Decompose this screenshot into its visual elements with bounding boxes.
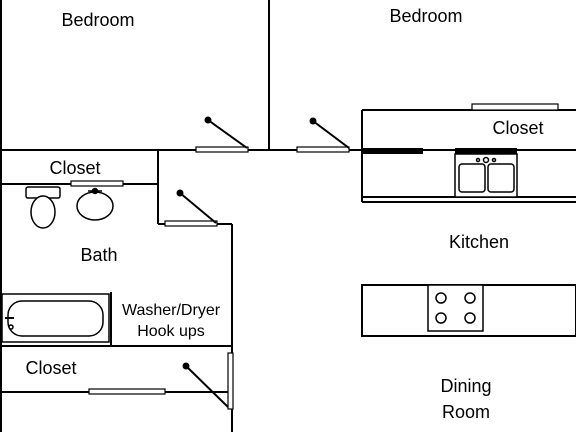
- bedroom-right-door-sill: [296, 146, 350, 153]
- stove-icon: [427, 284, 484, 332]
- sink-icon: [76, 187, 114, 221]
- dining-door: [227, 352, 234, 410]
- closet-door-top: [471, 103, 559, 111]
- bathtub-icon: [1, 293, 110, 343]
- label-washer-line2: Hook ups: [137, 323, 205, 340]
- counter-edge: [363, 148, 517, 154]
- bath-door-sill: [164, 220, 218, 227]
- bedroom-left-door-sill: [195, 146, 249, 153]
- label-kitchen: Kitchen: [449, 232, 509, 252]
- label-washer-line1: Washer/Dryer: [122, 302, 221, 319]
- label-dining-line1: Dining: [440, 376, 491, 396]
- hall-closet-door: [70, 180, 124, 187]
- label-closet-hall: Closet: [49, 158, 100, 178]
- toilet-icon: [25, 186, 61, 229]
- room-labels: Bedroom Bedroom Closet Closet Bath Kitch…: [25, 6, 543, 422]
- doors: [70, 103, 559, 410]
- label-closet-lower: Closet: [25, 358, 76, 378]
- door-swing-icon: [176, 116, 350, 408]
- label-bedroom-right: Bedroom: [389, 6, 462, 26]
- label-bath: Bath: [80, 245, 117, 265]
- label-bedroom-left: Bedroom: [61, 10, 134, 30]
- label-closet-right: Closet: [492, 118, 543, 138]
- double-sink-icon: [454, 153, 518, 198]
- label-dining-line2: Room: [442, 402, 490, 422]
- lower-closet-door: [88, 388, 166, 395]
